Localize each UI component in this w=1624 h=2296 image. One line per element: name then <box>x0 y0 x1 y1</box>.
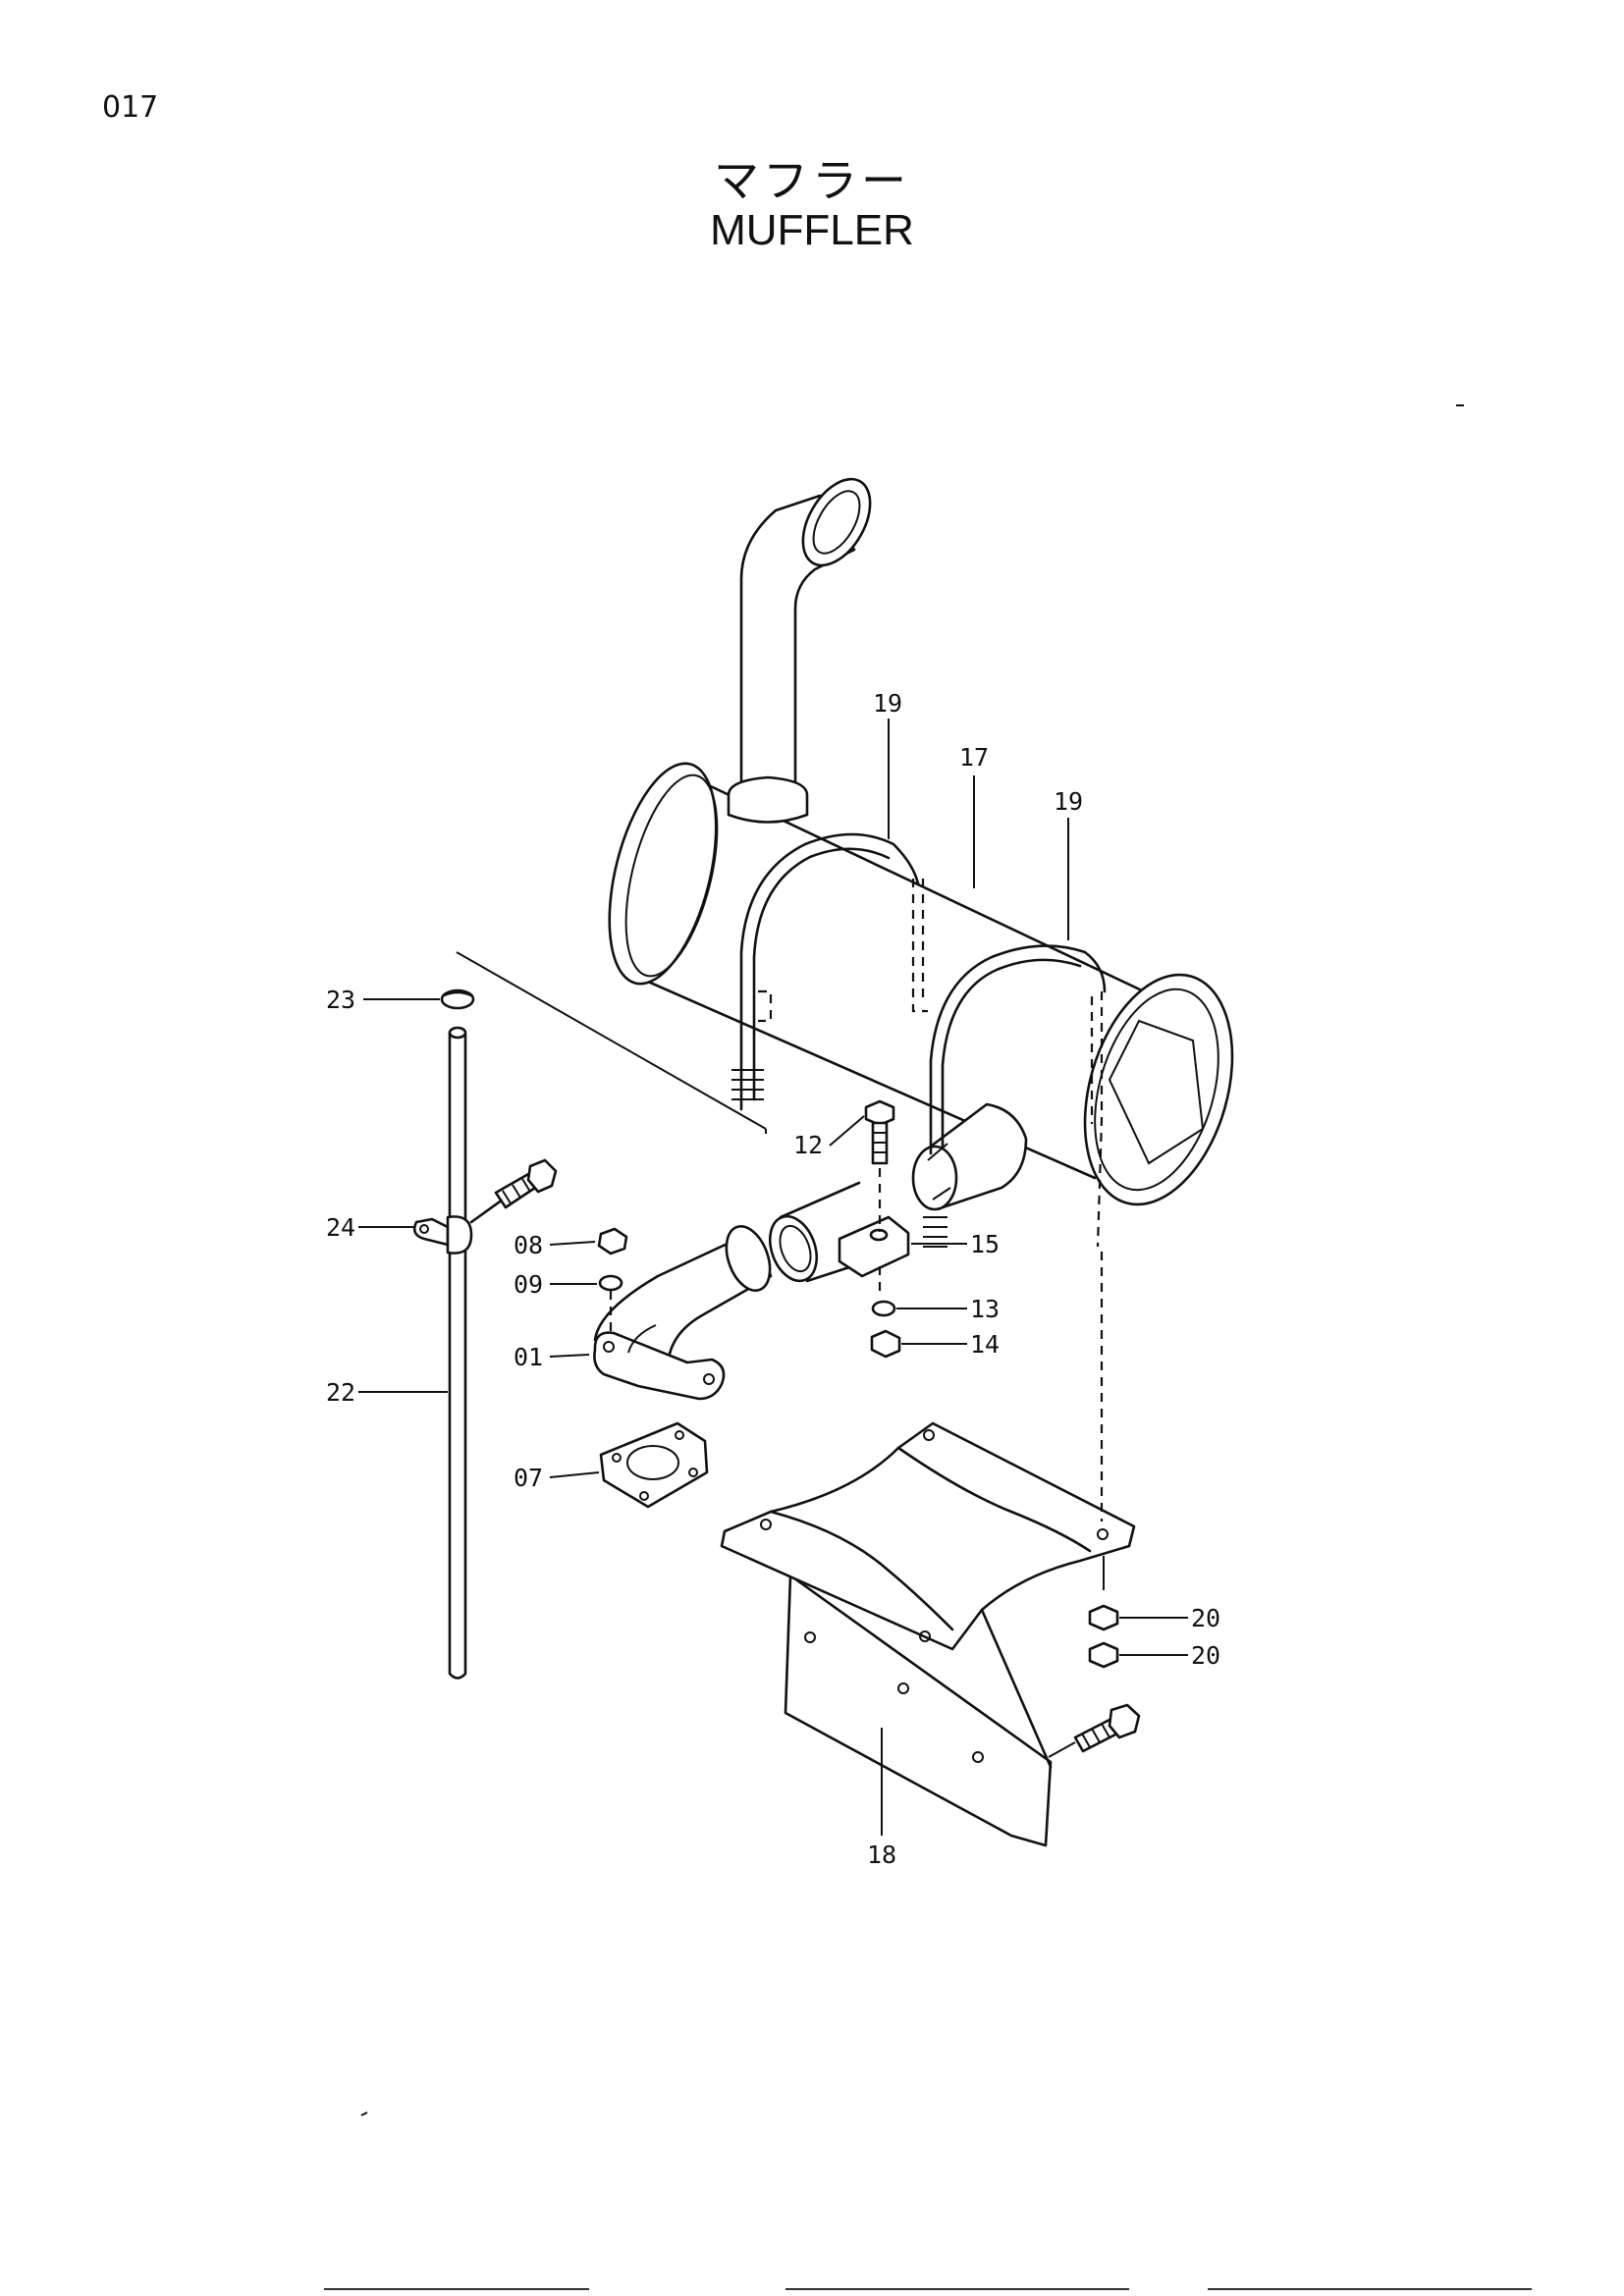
callout-20-upper: 20 <box>1191 1604 1220 1632</box>
strap-left <box>731 832 928 1111</box>
footer-rule-3 <box>1208 2288 1532 2290</box>
callout-13: 13 <box>970 1295 1000 1323</box>
callout-17: 17 <box>959 743 989 772</box>
pipe-clip-24 <box>412 1215 473 1255</box>
mount-stand-18 <box>720 1421 1136 1847</box>
exhaust-elbow-01 <box>593 1225 773 1401</box>
callout-23: 23 <box>326 986 355 1014</box>
alignment-line <box>456 951 767 1130</box>
title-japanese: マフラー <box>714 154 910 207</box>
callout-12: 12 <box>793 1131 823 1159</box>
callout-20-lower: 20 <box>1191 1641 1220 1670</box>
washer-09 <box>598 1274 623 1292</box>
bolt-12 <box>864 1099 895 1165</box>
nut-20b <box>1088 1641 1119 1669</box>
bolt-stand <box>1073 1703 1141 1753</box>
strap-right <box>923 944 1107 1248</box>
page-number: 017 <box>102 90 159 125</box>
nut-14 <box>870 1329 901 1359</box>
callout-09: 09 <box>514 1270 543 1299</box>
tail-pipe <box>727 477 872 824</box>
callout-14: 14 <box>970 1330 1000 1359</box>
drain-pipe-22 <box>448 1026 467 1680</box>
callout-18: 18 <box>867 1841 896 1869</box>
callout-07: 07 <box>514 1464 543 1492</box>
title-english: MUFFLER <box>710 206 914 254</box>
nut-20a <box>1088 1604 1119 1631</box>
bolt-24 <box>469 1158 558 1224</box>
footer-rule-1 <box>324 2288 589 2290</box>
footer-rule-2 <box>785 2288 1129 2290</box>
callout-19-left: 19 <box>873 689 902 718</box>
leader-lines <box>358 719 1188 1836</box>
callout-01: 01 <box>514 1343 543 1371</box>
callout-15: 15 <box>970 1230 1000 1258</box>
gasket-07 <box>599 1421 709 1509</box>
muffler-body <box>608 762 1234 1206</box>
muffler-inlet <box>911 1102 1028 1211</box>
nut-08 <box>597 1227 628 1255</box>
callout-08: 08 <box>514 1231 543 1259</box>
callout-19-right: 19 <box>1054 787 1083 816</box>
pipe-clamp-23 <box>440 988 475 1010</box>
callout-22: 22 <box>326 1378 355 1407</box>
bracket-15 <box>838 1215 910 1278</box>
callout-24: 24 <box>326 1213 355 1242</box>
washer-13 <box>871 1300 896 1317</box>
